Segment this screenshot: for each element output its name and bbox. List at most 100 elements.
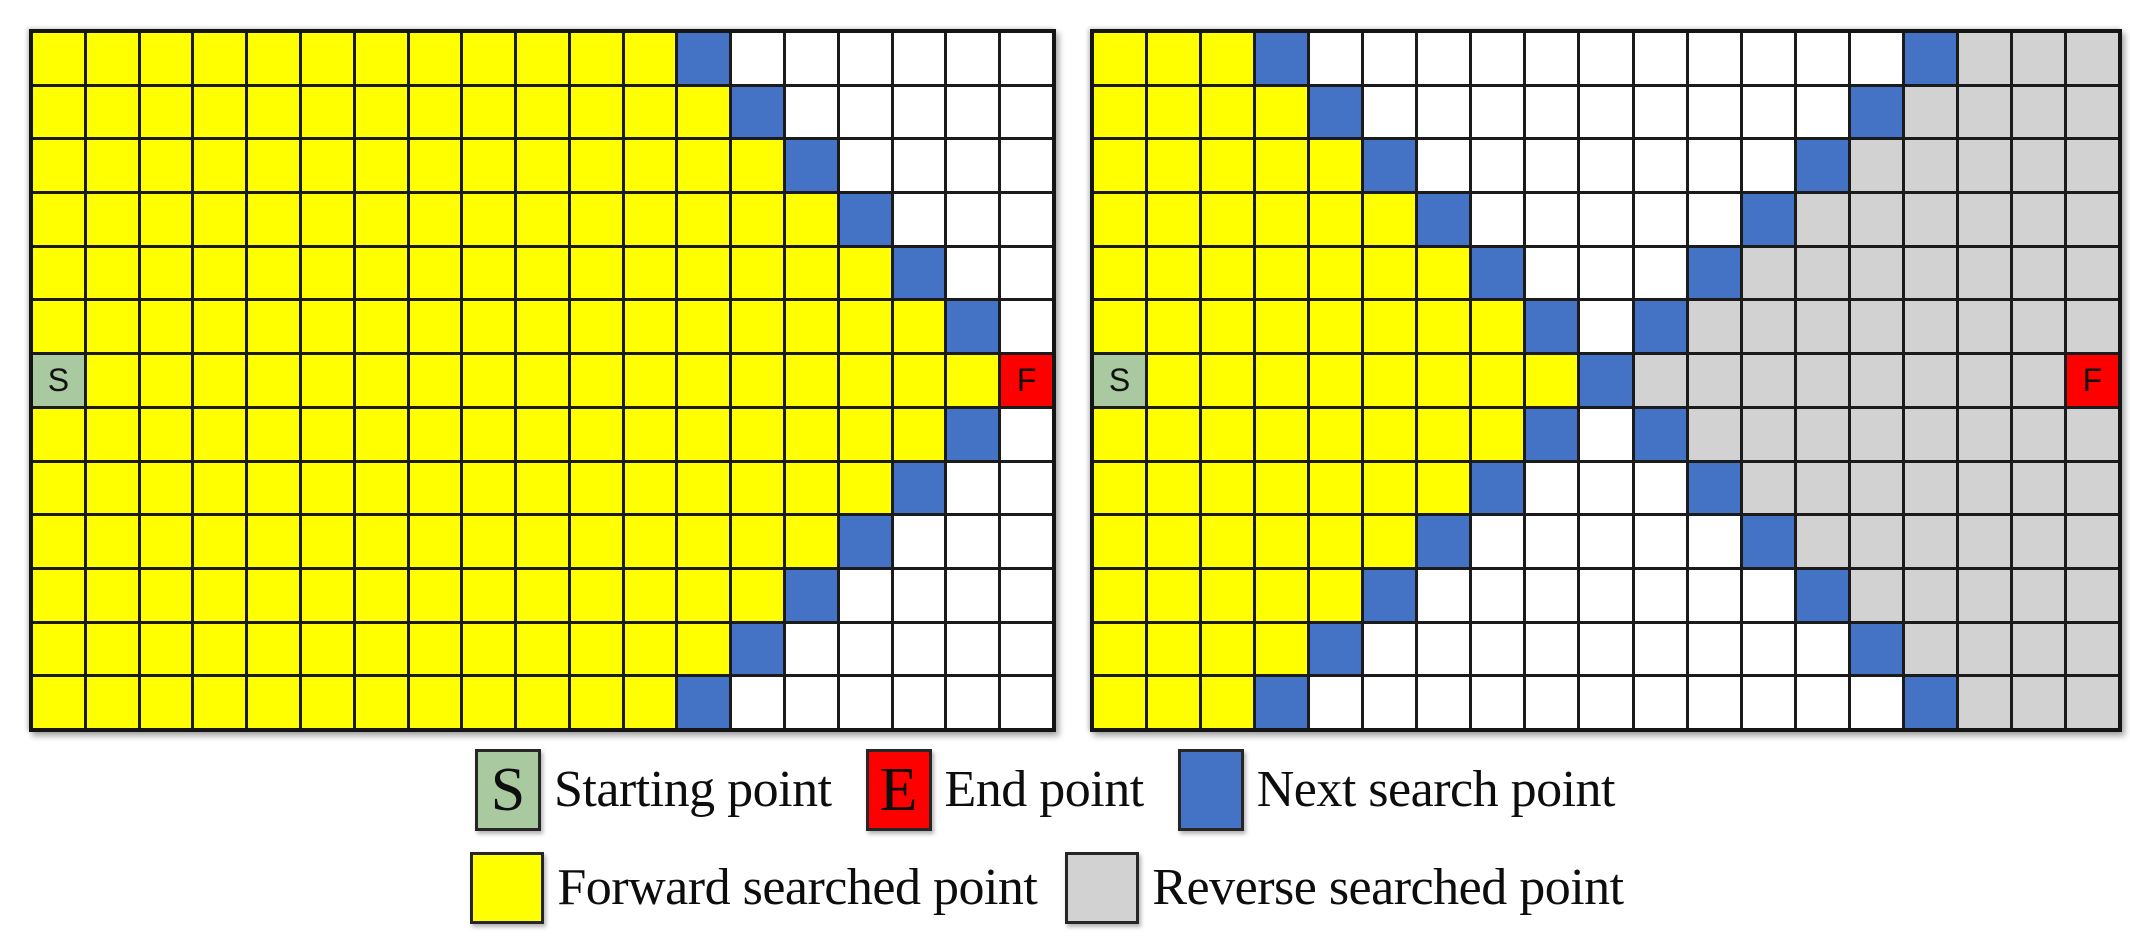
- white-cell: [893, 140, 945, 192]
- yellow-cell: [248, 623, 299, 675]
- white-cell: [1472, 677, 1524, 728]
- yellow-cell: [570, 86, 622, 138]
- yellow-cell: [570, 355, 622, 406]
- yellow-cell: [786, 462, 837, 514]
- legend-row-2: Forward searched point Reverse searched …: [0, 849, 2094, 927]
- blue-cell: [678, 33, 730, 84]
- gray-cell: [1850, 462, 1902, 514]
- gray-cell: [1796, 355, 1848, 406]
- gray-cell: [2012, 355, 2064, 406]
- yellow-cell: [678, 86, 730, 138]
- yellow-cell: [409, 569, 461, 621]
- white-cell: [1742, 33, 1794, 84]
- yellow-cell: [248, 677, 299, 728]
- yellow-cell: [1094, 33, 1146, 84]
- yellow-cell: [33, 140, 84, 192]
- yellow-cell: [1256, 355, 1308, 406]
- yellow-cell: [301, 355, 353, 406]
- white-cell: [893, 569, 945, 621]
- yellow-cell: [732, 569, 784, 621]
- yellow-cell: [1148, 33, 1200, 84]
- yellow-cell: [409, 516, 461, 567]
- yellow-cell: [194, 569, 246, 621]
- yellow-cell: [839, 301, 891, 353]
- white-cell: [947, 140, 999, 192]
- gray-cell: [2012, 677, 2064, 728]
- yellow-cell: [86, 516, 138, 567]
- gray-cell: [1850, 355, 1902, 406]
- white-cell: [1472, 623, 1524, 675]
- yellow-cell: [1094, 140, 1146, 192]
- white-cell: [1688, 86, 1740, 138]
- yellow-cell: [1364, 516, 1416, 567]
- gray-cell: [2066, 408, 2118, 460]
- yellow-cell: [194, 140, 246, 192]
- gray-cell: [2066, 140, 2118, 192]
- yellow-cell: [1202, 86, 1254, 138]
- yellow-cell: [409, 408, 461, 460]
- yellow-cell: [33, 462, 84, 514]
- white-cell: [1634, 462, 1686, 514]
- yellow-cell: [194, 516, 246, 567]
- white-cell: [893, 516, 945, 567]
- yellow-cell: [624, 408, 676, 460]
- yellow-cell: [33, 301, 84, 353]
- yellow-cell: [463, 86, 515, 138]
- gray-cell: [2066, 86, 2118, 138]
- white-cell: [947, 33, 999, 84]
- yellow-cell: [248, 86, 299, 138]
- white-cell: [1580, 516, 1632, 567]
- yellow-cell: [517, 140, 568, 192]
- blue-cell: [1796, 140, 1848, 192]
- white-cell: [1580, 569, 1632, 621]
- gray-cell: [2012, 86, 2064, 138]
- gray-cell: [2066, 516, 2118, 567]
- yellow-cell: [1094, 408, 1146, 460]
- gray-cell: [1688, 355, 1740, 406]
- blue-cell: [1418, 516, 1470, 567]
- white-cell: [893, 33, 945, 84]
- yellow-cell: [624, 140, 676, 192]
- white-cell: [1688, 194, 1740, 245]
- gray-cell: [1688, 301, 1740, 353]
- blue-cell: [678, 677, 730, 728]
- blue-cell: [1796, 569, 1848, 621]
- white-cell: [893, 623, 945, 675]
- yellow-cell: [248, 569, 299, 621]
- gray-cell: [2012, 408, 2064, 460]
- gray-cell: [1850, 408, 1902, 460]
- white-cell: [1418, 677, 1470, 728]
- yellow-cell: [86, 247, 138, 299]
- blue-cell: [1364, 569, 1416, 621]
- yellow-cell: [517, 677, 568, 728]
- white-cell: [1001, 247, 1052, 299]
- yellow-cell: [463, 623, 515, 675]
- yellow-cell: [463, 140, 515, 192]
- white-cell: [1634, 194, 1686, 245]
- white-cell: [1742, 677, 1794, 728]
- yellow-cell: [140, 355, 192, 406]
- white-cell: [947, 516, 999, 567]
- yellow-cell: [1094, 462, 1146, 514]
- yellow-cell: [86, 301, 138, 353]
- white-cell: [1001, 569, 1052, 621]
- yellow-cell: [1148, 462, 1200, 514]
- yellow-cell: [355, 301, 407, 353]
- white-cell: [1850, 677, 1902, 728]
- gray-cell: [2066, 194, 2118, 245]
- yellow-cell: [355, 623, 407, 675]
- yellow-cell: [140, 677, 192, 728]
- white-cell: [1526, 462, 1578, 514]
- yellow-cell: [301, 408, 353, 460]
- gray-cell: [1904, 623, 1956, 675]
- yellow-cell: [33, 516, 84, 567]
- yellow-cell: [1526, 355, 1578, 406]
- yellow-cell: [893, 408, 945, 460]
- white-cell: [1001, 140, 1052, 192]
- yellow-cell: [248, 140, 299, 192]
- white-cell: [1580, 33, 1632, 84]
- blue-cell: [893, 462, 945, 514]
- white-cell: [1796, 33, 1848, 84]
- gray-cell: [1796, 194, 1848, 245]
- white-cell: [947, 86, 999, 138]
